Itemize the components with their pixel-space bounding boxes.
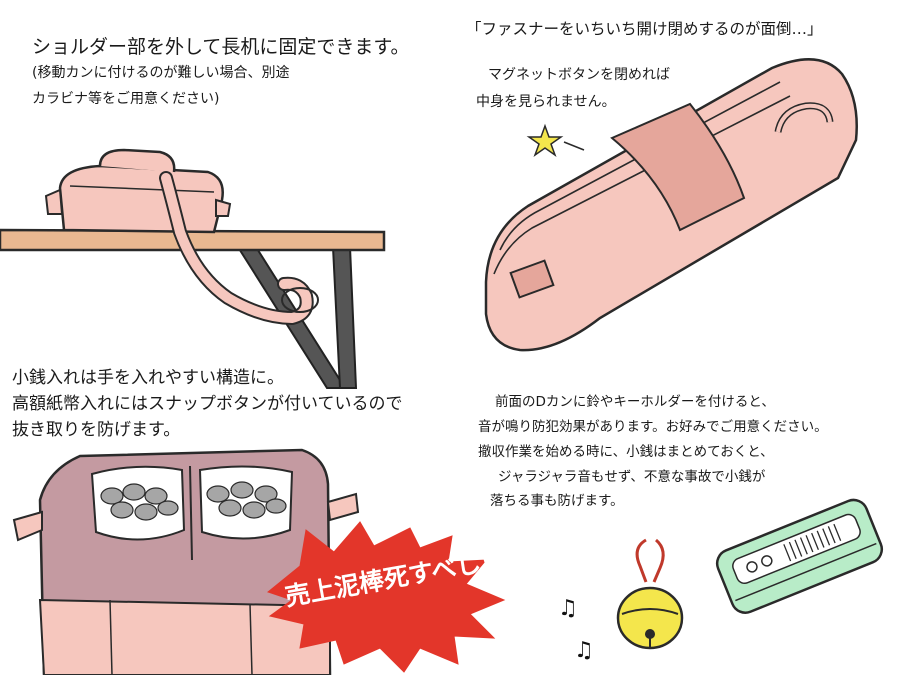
pocket-caption-line: 小銭入れは手を入れやすい構造に。 bbox=[12, 368, 284, 388]
music-note-icon: ♫ bbox=[574, 638, 594, 663]
table-caption-line: ショルダー部を外して長机に固定できます。 bbox=[32, 36, 410, 58]
magnet-caption-line: 中身を見られません。 bbox=[476, 94, 616, 110]
magnet-caption-line: マグネットボタンを閉めれば bbox=[488, 67, 670, 83]
dring-caption-line: 音が鳴り防犯効果があります。お好みでご用意ください。 bbox=[478, 419, 828, 435]
pocket-caption-line: 抜き取りを防げます。 bbox=[12, 420, 181, 440]
coin-case-illustration bbox=[715, 498, 884, 614]
music-note-icon: ♫ bbox=[558, 596, 578, 621]
table-caption-note: カラビナ等をご用意ください) bbox=[32, 91, 220, 107]
dring-caption-line: 落ちる事も防げます。 bbox=[490, 493, 624, 509]
table-caption-note: (移動カンに付けるのが難しい場合、別途 bbox=[32, 65, 290, 81]
star-icon bbox=[526, 123, 585, 157]
open-bag-illustration bbox=[12, 448, 360, 675]
dring-caption-line: ジャラジャラ音もせず、不意な事故で小銭が bbox=[498, 469, 766, 485]
bell-illustration bbox=[616, 538, 684, 650]
dring-caption-line: 前面のDカンに鈴やキーホルダーを付けると、 bbox=[495, 394, 775, 410]
burst-shape bbox=[266, 521, 506, 673]
table-illustration bbox=[0, 148, 386, 389]
magnet-quote: 「ファスナーをいちいち開け閉めするのが面倒…」 bbox=[466, 20, 823, 38]
pocket-caption-line: 高額紙幣入れにはスナップボタンが付いているので bbox=[12, 394, 403, 414]
dring-caption-line: 撤収作業を始める時に、小銭はまとめておくと、 bbox=[478, 444, 774, 460]
closed-bag-illustration bbox=[484, 58, 858, 352]
